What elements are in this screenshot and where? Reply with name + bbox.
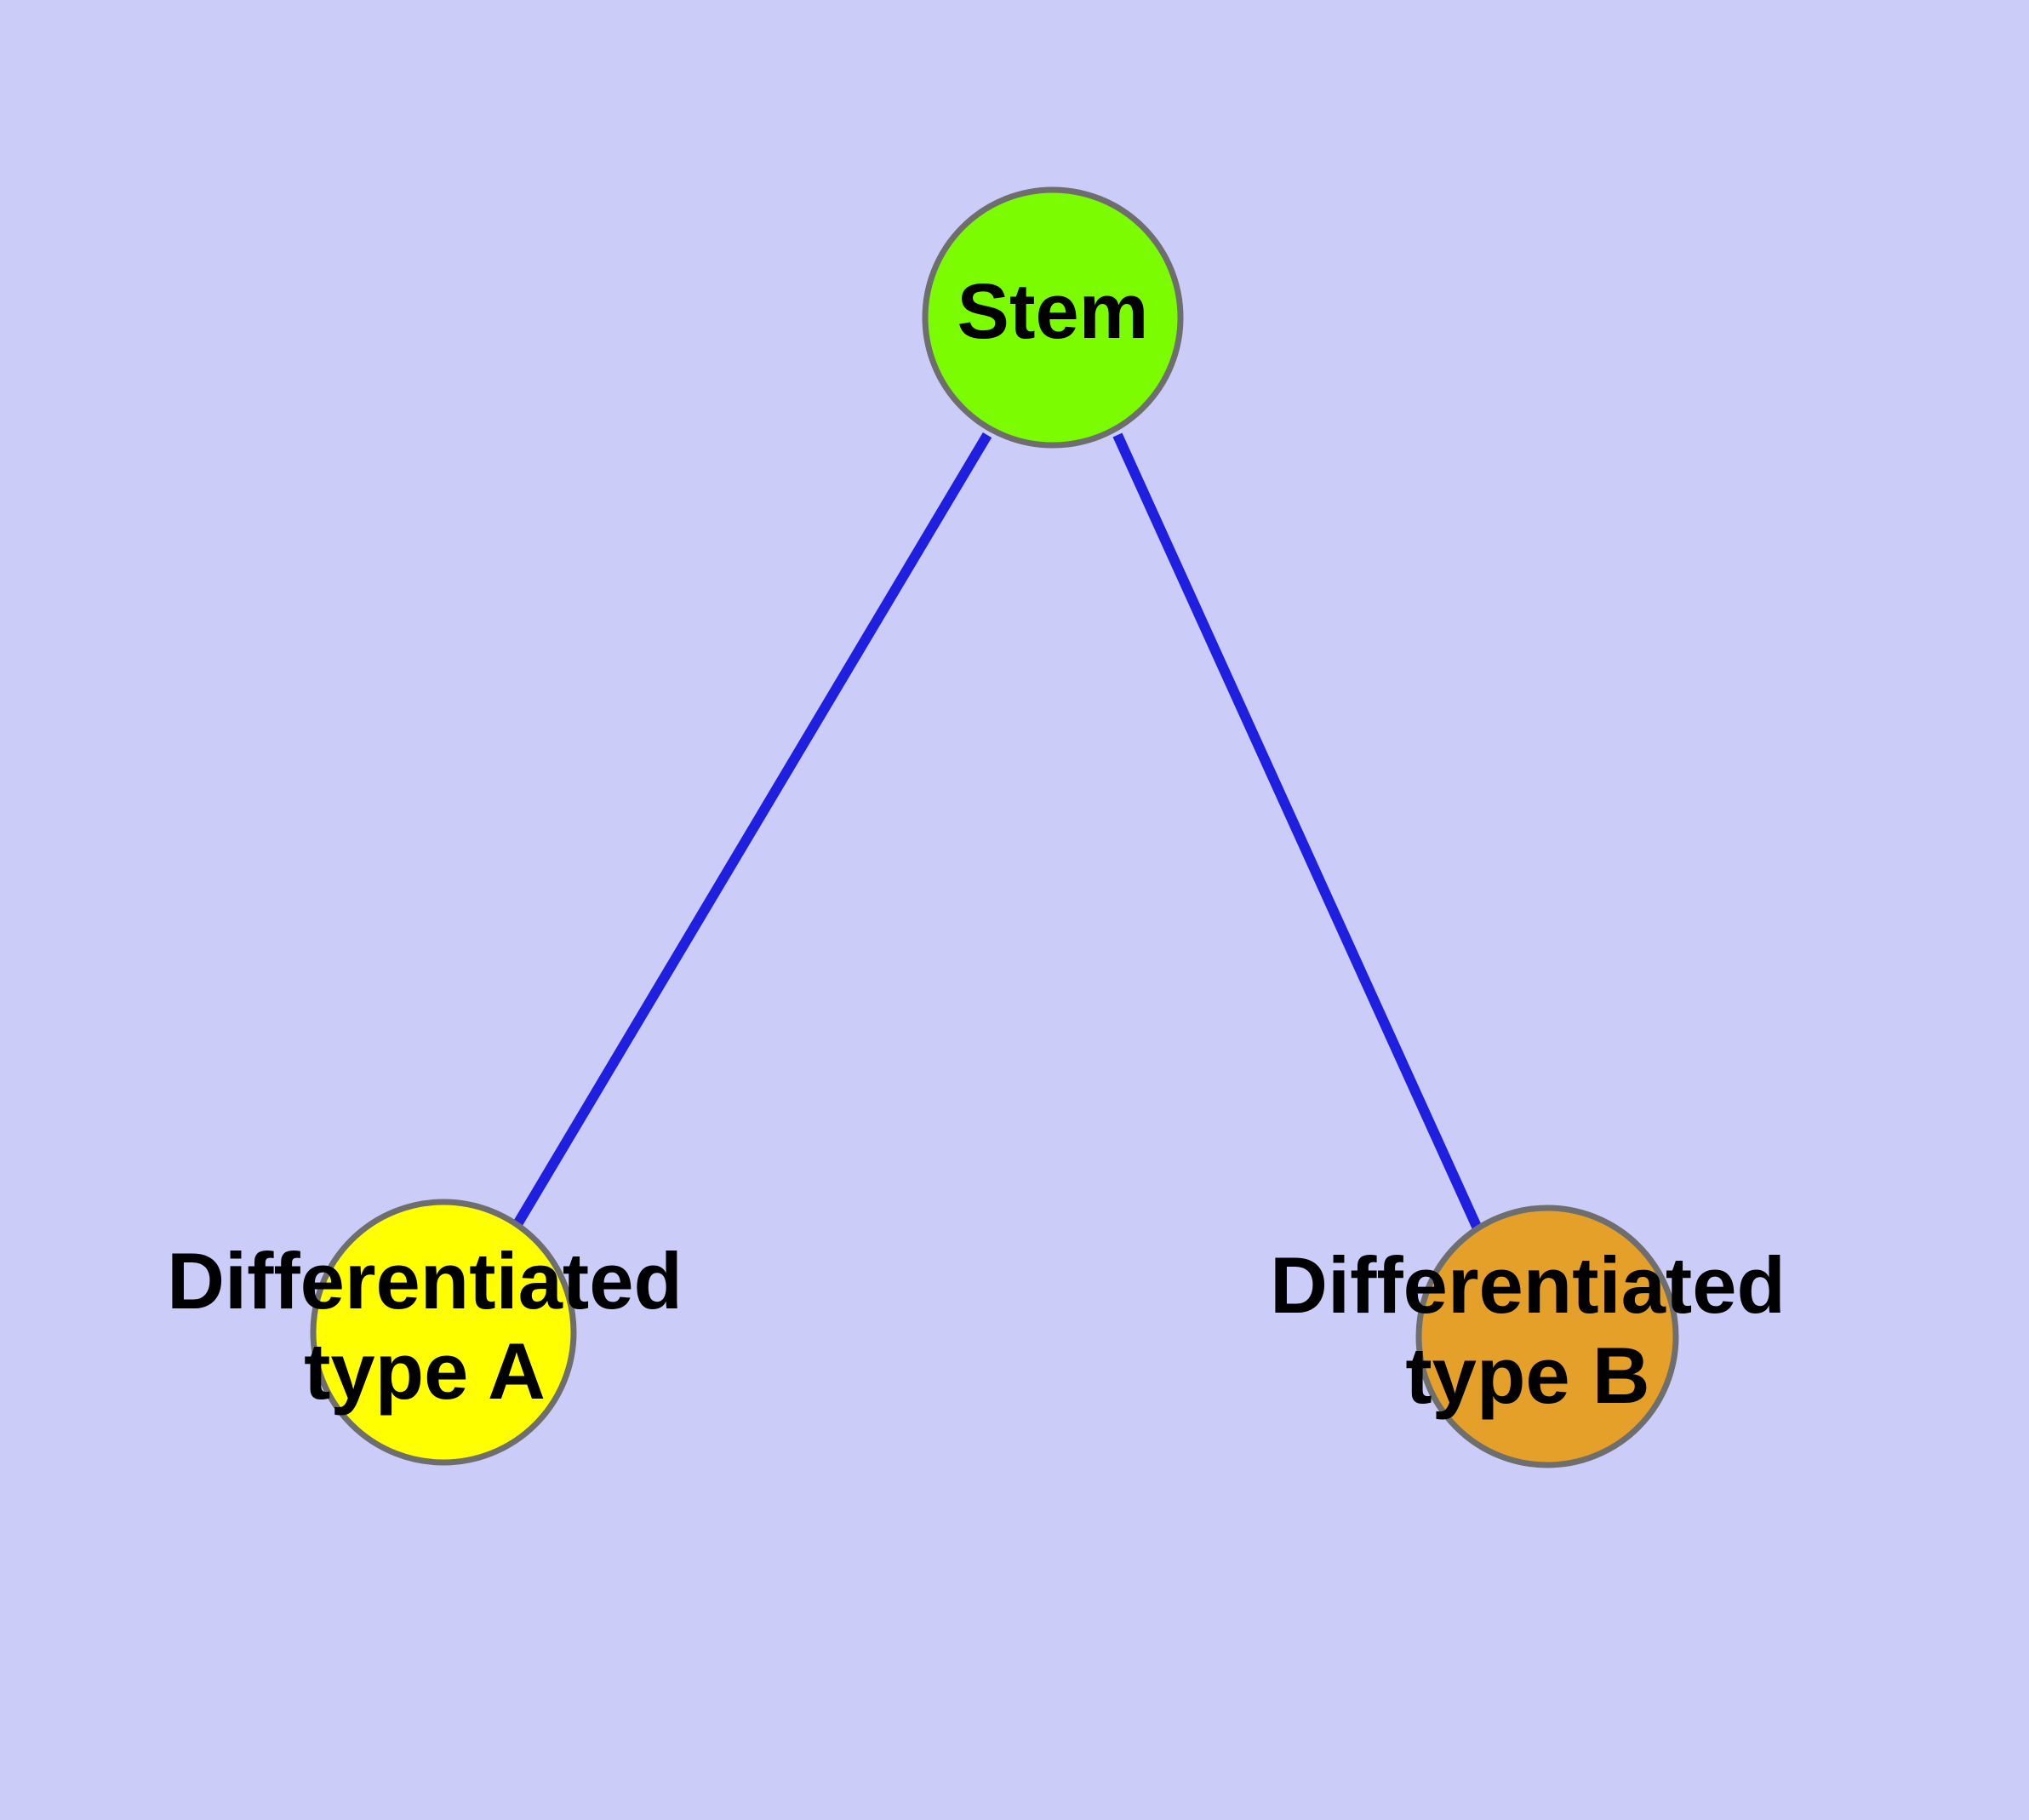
node-differentiated-type-b-circle[interactable] [1415, 1205, 1679, 1468]
node-stem-label: Stem [957, 268, 1149, 355]
node-stem[interactable]: Stem [922, 186, 1184, 449]
edge-stem-to-diff-a[interactable] [512, 432, 992, 1228]
node-differentiated-type-a-circle[interactable] [310, 1199, 577, 1466]
edges-layer [512, 432, 1483, 1231]
edge-stem-to-diff-b[interactable] [1112, 432, 1483, 1231]
node-stem-circle[interactable] [922, 186, 1184, 449]
